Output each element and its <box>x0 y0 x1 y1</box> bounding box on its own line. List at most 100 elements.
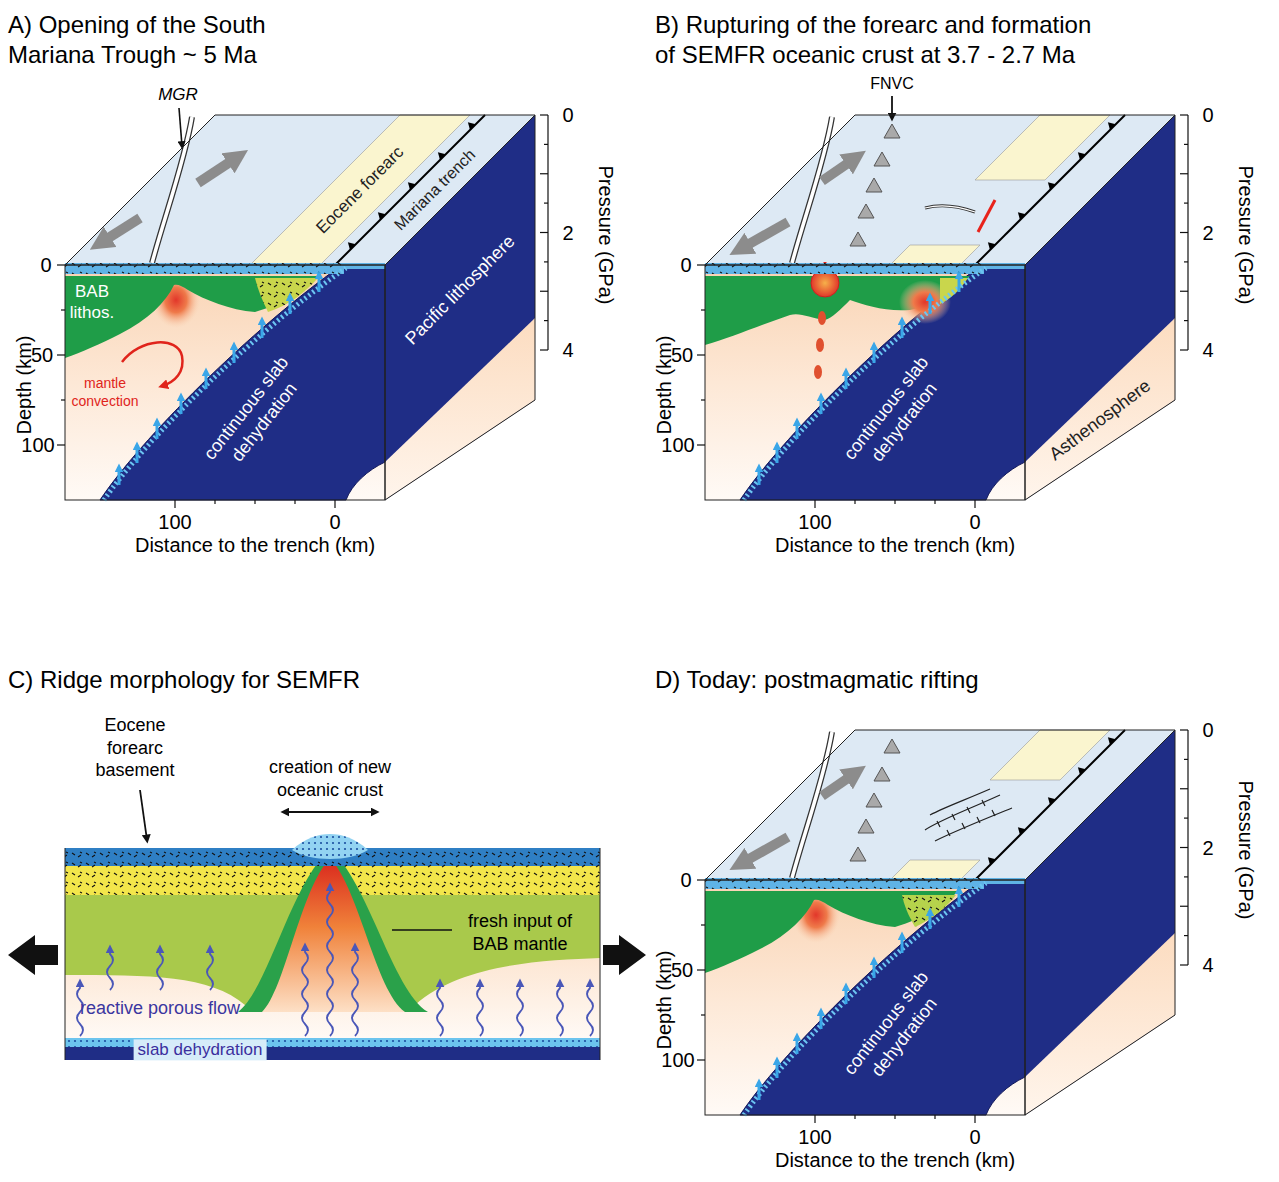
panel-b-block <box>925 206 975 212</box>
panel-heading: A) Opening of the South Mariana Trough ~… <box>8 10 308 70</box>
panel-d-block <box>990 730 1110 780</box>
panel-d-block <box>850 739 900 861</box>
axis-title: Pressure (GPa) <box>1233 166 1258 305</box>
panel-a-block <box>65 115 535 500</box>
panel-heading: B) Rupturing of the forearc and formatio… <box>655 10 1105 70</box>
width-arrow <box>284 811 376 813</box>
tick-label: 100 <box>798 1125 831 1150</box>
magma-droplet <box>814 365 822 379</box>
axis-title: Pressure (GPa) <box>593 166 618 305</box>
tick-label: 0 <box>562 103 573 128</box>
rift-sketch <box>935 808 1012 841</box>
tick-label: 100 <box>798 510 831 535</box>
tick-label: 2 <box>562 221 573 246</box>
mantle-label: fresh input of BAB mantle <box>458 910 583 955</box>
panel-b-block <box>697 96 1188 508</box>
tick-label: 100 <box>21 433 54 458</box>
panel-b-block <box>850 124 900 246</box>
porous-flow-arrow <box>352 946 358 1036</box>
mantle-label: Asthenosphere <box>1045 375 1155 466</box>
lithosphere-label: BAB lithos. <box>61 281 123 324</box>
panel-d-block <box>975 730 1125 880</box>
panel-d-block <box>697 730 1188 1123</box>
spreading-arrow <box>198 158 236 183</box>
axis-title: Distance to the trench (km) <box>135 533 375 558</box>
tick-label: 50 <box>31 343 53 368</box>
tick-label: 0 <box>1202 103 1213 128</box>
porous-flow-arrow <box>587 982 593 1036</box>
tick-label: 2 <box>1202 221 1213 246</box>
ridge-section <box>8 790 646 1060</box>
ridge-section <box>292 834 368 859</box>
panel-d-block <box>890 860 980 880</box>
extension-arrow <box>8 935 58 975</box>
slab-label: continuous slab dehydration <box>194 346 316 484</box>
panel-a-block <box>57 108 548 508</box>
leader-arrow <box>140 790 147 840</box>
volcano-label: FNVC <box>870 74 914 94</box>
panel-b-block <box>705 115 1175 500</box>
tick-label: 4 <box>562 338 573 363</box>
tick-label: 0 <box>1202 718 1213 743</box>
ridge-label: MGR <box>158 84 198 105</box>
panel-b-block <box>792 117 832 263</box>
rift-sketch <box>930 789 990 815</box>
spreading-arrow <box>102 158 236 242</box>
magma-droplet <box>818 311 826 325</box>
porous-flow-arrow <box>477 982 483 1036</box>
panel-b-block <box>975 115 1110 180</box>
panel-b-block <box>925 206 975 212</box>
rift-sketch <box>937 800 985 827</box>
panel-d-block <box>705 891 958 973</box>
leader-arrow <box>179 108 182 146</box>
layer-label: Eocene forearc basement <box>85 714 185 782</box>
tick-label: 4 <box>1202 338 1213 363</box>
panel-heading: C) Ridge morphology for SEMFR <box>8 665 360 695</box>
flow-label: reactive porous flow <box>80 997 240 1020</box>
panel-d-block <box>705 730 1175 1115</box>
magma-droplet <box>816 338 824 352</box>
tick-label: 0 <box>969 510 980 535</box>
porous-flow-arrow <box>517 982 523 1036</box>
tick-label: 4 <box>1202 953 1213 978</box>
tick-label: 0 <box>329 510 340 535</box>
convection-arrow <box>122 342 183 386</box>
tick-label: 100 <box>661 1048 694 1073</box>
panel-a-block <box>152 117 192 263</box>
panel-d-block <box>697 730 1188 1123</box>
tick-label: 100 <box>158 510 191 535</box>
leader-line <box>392 929 452 930</box>
porous-flow-arrow <box>157 948 163 990</box>
tick-label: 0 <box>969 1125 980 1150</box>
tick-label: 50 <box>671 958 693 983</box>
flow-label: mantle convection <box>65 375 145 410</box>
ridge-section <box>600 848 601 1060</box>
panel-b-block <box>697 115 1188 508</box>
panel-d-block <box>792 732 832 878</box>
slab-label: slab dehydration <box>134 1039 267 1060</box>
porous-flow-arrow <box>327 886 333 1036</box>
panel-heading: D) Today: postmagmatic rifting <box>655 665 979 695</box>
magma-droplet <box>814 311 826 379</box>
ridge-section <box>292 834 368 859</box>
axis-title: Pressure (GPa) <box>1233 781 1258 920</box>
rift-sketch <box>925 789 1012 841</box>
panel-a-block <box>57 115 548 508</box>
porous-flow-arrow <box>302 946 308 1036</box>
crust-label: creation of new oceanic crust <box>255 756 405 801</box>
slab-label: continuous slab dehydration <box>834 961 956 1099</box>
tick-label: 2 <box>1202 836 1213 861</box>
slab-label: continuous slab dehydration <box>834 346 956 484</box>
panel-b-block <box>975 115 1125 265</box>
rift-sketch <box>947 810 995 836</box>
axis-title: Distance to the trench (km) <box>775 533 1015 558</box>
tick-label: 50 <box>671 343 693 368</box>
porous-flow-arrow <box>77 886 593 1036</box>
ridge-section <box>65 848 66 1060</box>
extension-arrow <box>603 935 646 975</box>
porous-flow-arrow <box>557 982 563 1036</box>
tick-label: 100 <box>661 433 694 458</box>
porous-flow-arrow <box>207 948 213 990</box>
porous-flow-arrow <box>107 948 113 990</box>
